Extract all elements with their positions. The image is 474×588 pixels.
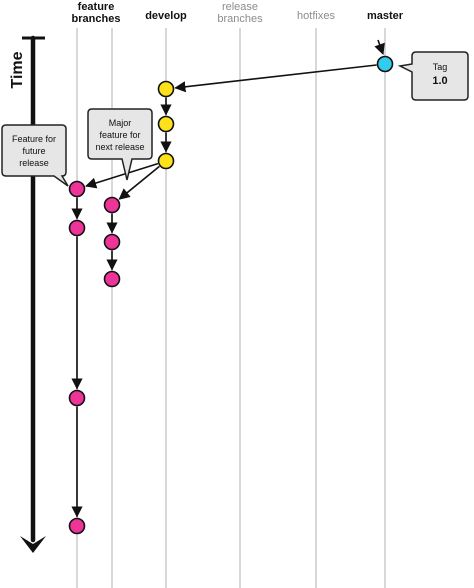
- time-axis-label: Time: [9, 51, 26, 88]
- edge-into-master: [374, 39, 385, 56]
- callout-major-feature: Major feature for next release: [87, 108, 153, 181]
- callout-future-release-line2: future: [22, 146, 45, 156]
- lane-headers: feature branches develop release branche…: [72, 1, 404, 25]
- commit-node-d3: [157, 152, 175, 170]
- header-release-branches-line1: release: [222, 1, 258, 13]
- callout-tag-line1: Tag: [433, 62, 448, 72]
- callout-future-release-line3: release: [19, 158, 49, 168]
- header-feature-branches-line1: feature: [78, 1, 115, 13]
- callout-future-release-line1: Feature for: [12, 134, 56, 144]
- header-develop: develop: [145, 10, 187, 22]
- callout-tag: Tag 1.0: [397, 51, 469, 101]
- commit-node-d2: [157, 115, 175, 133]
- time-axis-arrowhead: [20, 536, 46, 553]
- edge-d3-to-f2a: [118, 165, 160, 200]
- header-hotfixes: hotfixes: [297, 10, 335, 22]
- edge-d3-to-f1a: [85, 162, 159, 189]
- commit-edges: [71, 39, 385, 518]
- callout-tag-line2: 1.0: [432, 75, 447, 87]
- callouts: Tag 1.0 Feature for future release Major…: [1, 51, 469, 187]
- callout-tag-bubble: [397, 51, 469, 101]
- time-axis: Time: [9, 35, 46, 553]
- commit-node-m1: [376, 55, 394, 73]
- callout-major-feature-bubble: [87, 108, 153, 181]
- commit-node-f1a: [68, 180, 86, 198]
- commit-node-f2a: [103, 196, 121, 214]
- commit-node-f2b: [103, 233, 121, 251]
- commit-node-f2c: [103, 270, 121, 288]
- commit-nodes: [68, 55, 394, 535]
- header-release-branches-line2: branches: [217, 13, 263, 25]
- commit-node-f1c: [68, 389, 86, 407]
- header-master: master: [367, 10, 404, 22]
- callout-major-feature-line2: feature for: [99, 130, 140, 140]
- commit-node-d1: [157, 80, 175, 98]
- callout-future-release: Feature for future release: [1, 124, 69, 187]
- commit-node-f1d: [68, 517, 86, 535]
- commit-node-f1b: [68, 219, 86, 237]
- edge-m1-to-d1: [174, 64, 377, 93]
- callout-future-release-bubble: [1, 124, 69, 187]
- header-feature-branches-line2: branches: [72, 13, 121, 25]
- callout-major-feature-line3: next release: [95, 142, 144, 152]
- callout-major-feature-line1: Major: [109, 118, 132, 128]
